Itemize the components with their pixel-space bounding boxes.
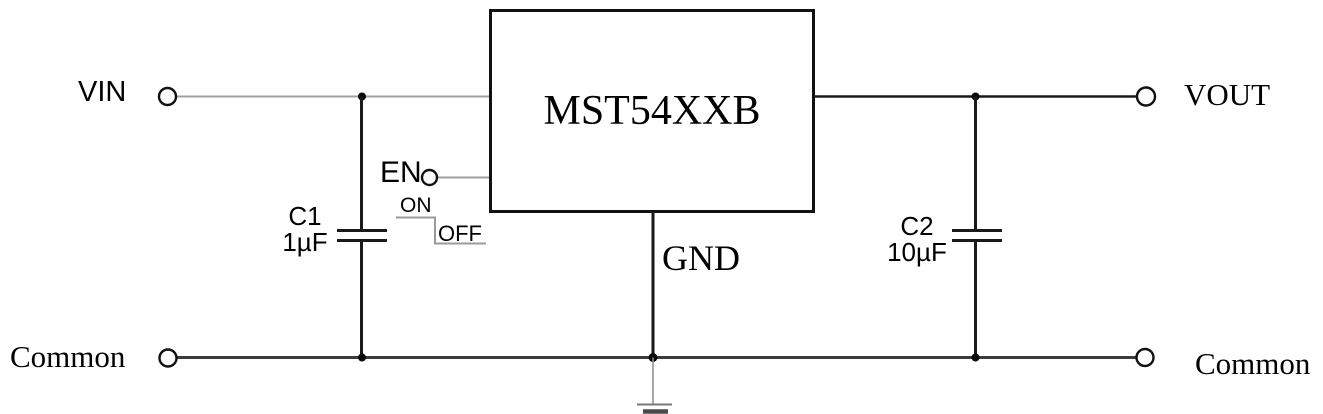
ic-body-outline [489, 9, 815, 213]
c1-rail-junction-dot [358, 353, 366, 362]
en-pin-label: EN [380, 156, 422, 189]
vin-label: VIN [78, 76, 127, 108]
c2-value: 10µF [887, 237, 947, 267]
vin-terminal-circle [157, 86, 178, 107]
common-right-terminal-circle [1135, 347, 1155, 368]
c2-annotation: C2 10µF [883, 213, 951, 265]
common-left-label: Common [10, 339, 126, 374]
c2-refdes: C2 [900, 211, 934, 241]
vout-terminal-circle [1135, 86, 1157, 107]
en-pin-circle [420, 168, 439, 187]
c1-value: 1µF [282, 227, 328, 257]
c1-refdes: C1 [288, 201, 322, 231]
ic-part-number: MST54XXB [543, 88, 761, 134]
c2-rail-junction-dot [971, 353, 980, 362]
vout-label: VOUT [1184, 77, 1271, 112]
gnd-pin-label: GND [662, 238, 740, 278]
on-off-step-waveform [396, 216, 486, 245]
enable-off-label: OFF [438, 221, 482, 246]
common-right-label: Common [1195, 346, 1311, 381]
common-left-terminal-circle [158, 348, 178, 368]
enable-on-label: ON [400, 194, 432, 217]
c1-annotation: C1 1µF [279, 203, 331, 255]
